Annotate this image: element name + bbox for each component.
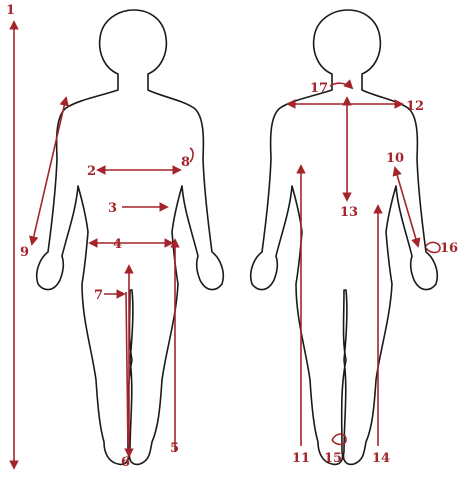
measurement-1-total-height: 1 [6, 3, 15, 468]
measurement-11-back-leg: 11 [292, 166, 310, 466]
label-1: 1 [6, 3, 15, 18]
label-15: 15 [324, 451, 342, 466]
label-7: 7 [94, 288, 103, 303]
label-16: 16 [440, 241, 458, 256]
measurement-7-thigh: 7 [94, 288, 124, 303]
label-8: 8 [181, 155, 190, 170]
measurement-17-neck: 17 [310, 81, 352, 96]
label-9: 9 [20, 245, 29, 260]
label-3: 3 [108, 201, 117, 216]
label-4: 4 [113, 237, 122, 252]
measurement-3-waist: 3 [108, 201, 167, 216]
label-5: 5 [170, 441, 179, 456]
label-13: 13 [340, 205, 358, 220]
measurement-4-hips: 4 [90, 237, 172, 252]
measurement-8-shoulder-point: 8 [181, 148, 193, 170]
label-12: 12 [406, 99, 424, 114]
back-body-figure [251, 10, 438, 464]
front-body-figure [37, 10, 224, 464]
measurement-16-wrist: 16 [426, 241, 458, 256]
measurement-12-shoulder-width: 12 [288, 99, 424, 114]
measurement-6-inseam: 6 [121, 266, 130, 470]
label-14: 14 [372, 451, 390, 466]
label-11: 11 [292, 451, 310, 466]
label-6: 6 [121, 455, 130, 470]
label-2: 2 [87, 164, 96, 179]
label-17: 17 [310, 81, 328, 96]
measurement-5-outside-leg: 5 [170, 240, 179, 456]
measurement-10-lower-arm: 10 [386, 151, 418, 246]
measurement-13-back-length: 13 [340, 98, 358, 220]
label-10: 10 [386, 151, 404, 166]
measurement-2-chest: 2 [87, 164, 180, 179]
